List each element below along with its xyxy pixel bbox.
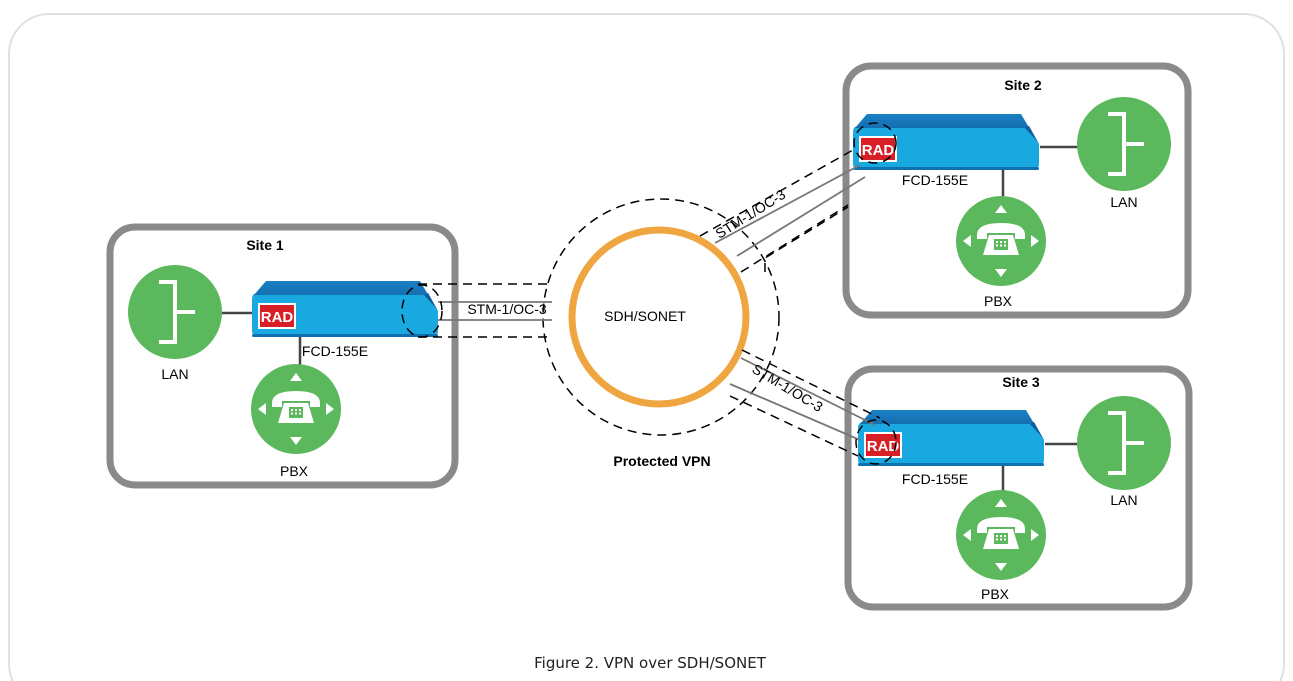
site-2-rad-logo: RAD — [862, 142, 895, 159]
site-2-pbx-label: PBX — [984, 293, 1013, 309]
link-1-label: STM-1/OC-3 — [467, 301, 547, 317]
site-3: Site 3 RAD FCD-155E LAN PBX — [844, 365, 1193, 611]
site-1-rad-logo: RAD — [261, 309, 294, 326]
site-1-lan-icon — [126, 263, 224, 361]
site-3-pbx-label: PBX — [981, 586, 1010, 602]
site-2-box — [842, 62, 1192, 319]
site-1: Site 1 LAN RAD FCD-155E PBX — [106, 223, 459, 489]
sdh-sonet-ring: SDH/SONET Protected VPN — [542, 198, 780, 469]
ring-circle — [568, 226, 750, 408]
vpn-dashed-boundary — [542, 198, 780, 436]
site-2-pbx-icon — [956, 196, 1046, 286]
site-1-pbx-label: PBX — [280, 463, 309, 479]
site-2: Site 2 RAD FCD-155E LAN PBX — [842, 62, 1192, 319]
site-1-device-label: FCD-155E — [302, 343, 368, 359]
site-3-lan-icon — [1075, 394, 1173, 492]
site-3-pbx-icon — [956, 490, 1046, 580]
site-1-lan-label: LAN — [161, 366, 188, 382]
site-1-pbx-icon — [251, 364, 341, 454]
site-2-title: Site 2 — [1004, 77, 1042, 93]
site-1-box — [106, 223, 459, 489]
site-2-lan-label: LAN — [1110, 194, 1137, 210]
site-3-device-label: FCD-155E — [902, 471, 968, 487]
site-3-title: Site 3 — [1002, 374, 1040, 390]
site-3-lan-label: LAN — [1110, 492, 1137, 508]
site-3-rad-logo: RAD — [867, 438, 900, 455]
site-1-title: Site 1 — [246, 237, 284, 253]
site-2-device-label: FCD-155E — [902, 172, 968, 188]
link-site-1: STM-1/OC-3 — [401, 283, 552, 338]
ring-label: SDH/SONET — [604, 308, 686, 324]
figure-caption: Figure 2. VPN over SDH/SONET — [534, 654, 767, 672]
site-3-box — [844, 365, 1193, 611]
protected-vpn-label: Protected VPN — [613, 453, 710, 469]
site-2-lan-icon — [1075, 95, 1173, 193]
